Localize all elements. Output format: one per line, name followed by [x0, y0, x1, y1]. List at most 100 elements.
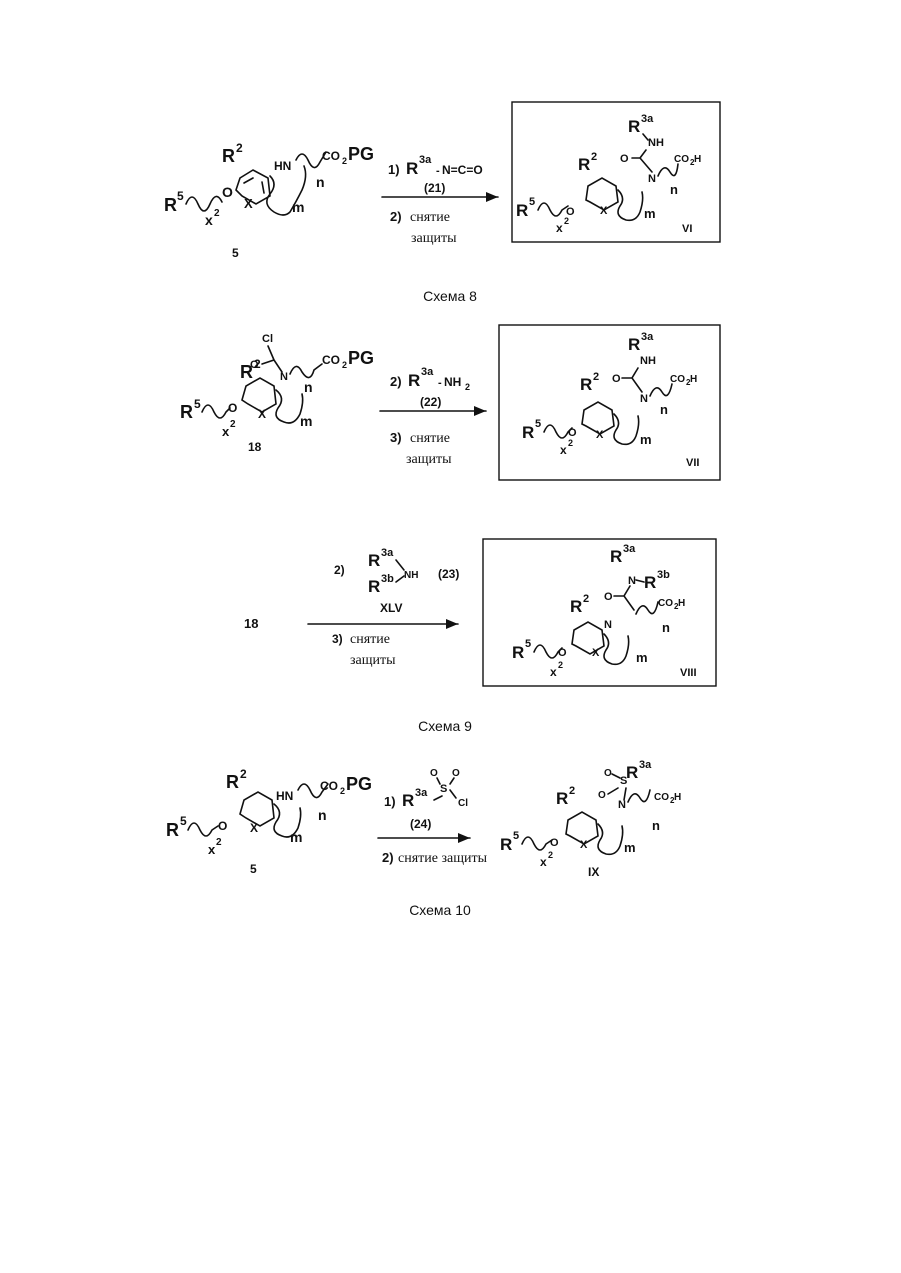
n-label: n	[660, 402, 668, 417]
pg-label: PG	[348, 348, 374, 368]
carbonyl-o: O	[612, 373, 621, 385]
scheme-8-caption: Схема 8	[400, 288, 500, 304]
product-vi-label: VI	[682, 223, 692, 235]
reagent-23-label: (23)	[438, 567, 459, 581]
r3b-sup: 3b	[657, 569, 670, 581]
scheme-10-conditions: 1) R 3a S O O Cl (24) 2) снятие защиты	[378, 768, 488, 866]
r3b-atom: R	[644, 573, 656, 592]
r3a-atom: R	[628, 335, 640, 354]
product-vii-structure: R 3a NH O N CO 2 H n R 2 m X R 5 O x 2 V…	[522, 331, 699, 469]
x-atom: X	[592, 647, 600, 659]
m-chain	[618, 190, 643, 220]
m-chain	[276, 390, 303, 423]
r5-sup: 5	[529, 196, 535, 208]
co2-sub: 2	[342, 156, 347, 166]
r2-atom: R	[226, 772, 239, 792]
product-vi-box	[512, 102, 720, 242]
reaction-arrowhead	[474, 406, 486, 416]
x2-label: x	[208, 842, 216, 857]
r3a-atom: R	[628, 117, 640, 136]
isocyanate-label: N=C=O	[442, 163, 483, 177]
r3a-atom: R	[408, 371, 420, 390]
compound-18-label: 18	[248, 440, 262, 454]
nh2-sub: 2	[465, 382, 470, 392]
ring-double-bonds	[244, 178, 264, 193]
sulfonyl-o2: O	[598, 790, 606, 801]
r3a-atom: R	[402, 791, 414, 810]
product-viii-label: VIII	[680, 667, 697, 679]
scheme-9a-conditions: 2) R 3a - NH 2 (22) 3) снятие защиты	[380, 366, 486, 467]
x2-label: x	[550, 665, 557, 679]
m-label: m	[300, 413, 312, 429]
r2-atom: R	[570, 597, 582, 616]
scheme-8-conditions: 1) R 3a - N=C=O (21) 2) снятие защиты	[382, 154, 498, 246]
reaction-arrowhead	[446, 619, 458, 629]
deprotect-word-1: снятие	[410, 431, 450, 446]
co2h-label: CO	[674, 154, 689, 165]
product-vi-structure: R 3a NH O N CO 2 H n R 2 m X R 5 O x 2 V…	[516, 113, 701, 235]
deprotect-word-2: защиты	[350, 653, 396, 668]
m-label: m	[644, 206, 656, 221]
deprotect-word-2: защиты	[406, 452, 452, 467]
step-2-label: 2)	[390, 374, 402, 389]
m-label: m	[292, 199, 304, 215]
deprotect-label: снятие защиты	[398, 851, 488, 866]
co2h-h: H	[678, 598, 685, 609]
deprotect-word-1: снятие	[350, 632, 390, 647]
n-atom: N	[648, 173, 656, 185]
step-3-label: 3)	[332, 632, 343, 646]
co2-label: CO	[322, 353, 340, 367]
co2-sub: 2	[340, 786, 345, 796]
m-chain	[604, 634, 629, 664]
nh2-label: NH	[444, 375, 461, 389]
x2-label: x	[205, 212, 213, 228]
r3a-sup: 3a	[381, 547, 394, 559]
co2h-h: H	[694, 154, 701, 165]
x2-sup: 2	[568, 438, 573, 448]
m-chain	[598, 824, 623, 854]
amine-bond	[396, 560, 404, 570]
aromatic-ring	[236, 170, 270, 204]
scheme-8-drawing: R 5 x 2 O R 2 X m HN n CO 2 PG 5 1) R 3a…	[0, 0, 901, 310]
x2-sup: 2	[214, 208, 220, 219]
acid-chain	[628, 790, 650, 802]
r5-sup: 5	[177, 189, 184, 203]
r2-sup: 2	[240, 767, 247, 781]
co2-label: CO	[320, 779, 338, 793]
r2-sup: 2	[254, 357, 261, 371]
r3a-atom: R	[626, 763, 638, 782]
co2h-label: CO	[658, 598, 673, 609]
deprotect-word-1: снятие	[410, 210, 450, 225]
product-ix-label: IX	[588, 865, 599, 879]
n-atom: N	[604, 619, 612, 631]
r5-sup: 5	[535, 418, 541, 430]
cl-atom: Cl	[458, 798, 468, 809]
x2-sup: 2	[548, 850, 553, 860]
chain-bond	[538, 203, 568, 216]
compound-5-structure: R 2 m X HN n CO 2 PG R 5 O x 2	[166, 767, 372, 857]
x2-sup: 2	[216, 837, 222, 848]
iso-dash: -	[436, 165, 440, 177]
x-atom: X	[580, 839, 588, 851]
step-2-label: 2)	[382, 850, 394, 865]
step-3-label: 3)	[390, 430, 402, 445]
step-1-label: 1)	[388, 162, 400, 177]
r2-sup: 2	[591, 151, 597, 163]
step-2-label: 2)	[334, 563, 345, 577]
step-2-label: 2)	[390, 209, 402, 224]
oxygen-atom: O	[228, 401, 237, 415]
hn-atom: HN	[274, 159, 291, 173]
n-label: n	[670, 182, 678, 197]
r2-sup: 2	[583, 593, 589, 605]
r3b-sup: 3b	[381, 573, 394, 585]
m-label: m	[624, 840, 636, 855]
reaction-arrowhead	[486, 192, 498, 202]
r3a-sup: 3a	[641, 113, 654, 125]
scheme-9a-drawing: Cl O N CO 2 PG n R 2 m X R 5 O x 2 18 2)…	[0, 320, 901, 500]
r2-atom: R	[222, 146, 235, 166]
sulfonyl-bond	[434, 796, 442, 800]
r5-sup: 5	[513, 830, 519, 842]
pg-label: PG	[346, 774, 372, 794]
scheme-9b-drawing: 18 2) R 3a NH R 3b (23) XLV 3) снятие за…	[0, 530, 901, 730]
m-label: m	[640, 432, 652, 447]
